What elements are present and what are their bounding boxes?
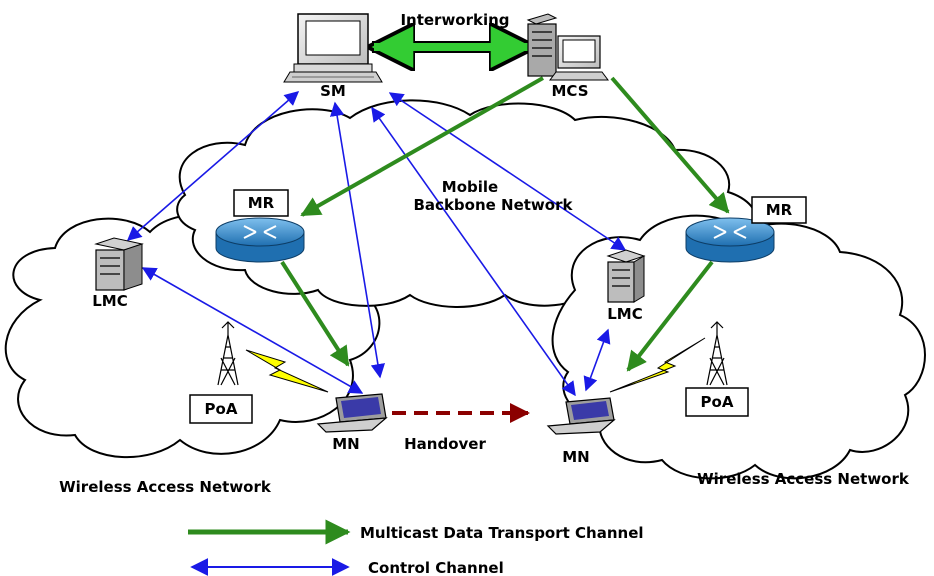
mr-right-label: MR [766,201,793,219]
multicast-link-mr-mn-left [280,260,350,367]
mcs-server-icon [526,13,609,81]
sm-computer-icon [283,13,383,83]
handover-label: Handover [404,435,486,453]
router-right-icon [685,217,775,263]
backbone-label-line1: Mobile [442,178,498,196]
poa-left-box: PoA [189,394,253,424]
control-link-lmc-mn-left [141,267,364,394]
lmc-left-label: LMC [92,292,128,310]
backbone-label-line2: Backbone Network [414,196,574,214]
control-link-sm-lmc-right [388,92,627,251]
control-link-lmc-mn-right [583,328,611,392]
access-network-right-label: Wireless Access Network [697,470,910,488]
lightning-left-icon [245,349,329,393]
mn-right-label: MN [562,448,589,466]
tower-left-icon [217,321,239,386]
mn-left-label: MN [332,435,359,453]
multicast-links [280,76,730,372]
legend-multicast-label: Multicast Data Transport Channel [360,524,644,542]
mcs-label: MCS [551,82,588,100]
multicast-link-mcs-mr-right [610,76,730,214]
lmc-right-label: LMC [607,305,643,323]
mn-right-laptop-icon [546,397,616,435]
poa-right-box: PoA [685,387,749,417]
access-network-left-label: Wireless Access Network [59,478,272,496]
lmc-right-server-icon [606,249,646,303]
lightning-right-icon [609,337,706,393]
interworking-label: Interworking [400,11,509,29]
poa-left-label: PoA [205,400,238,418]
poa-right-label: PoA [701,393,734,411]
multicast-link-mr-mn-right [626,260,714,372]
mr-left-label: MR [248,194,275,212]
router-left-icon [215,217,305,263]
tower-right-icon [706,321,728,386]
legend-control-label: Control Channel [368,559,504,576]
mr-right-box: MR [751,196,807,224]
lmc-left-server-icon [94,237,144,291]
legend: Multicast Data Transport Channel Control… [188,519,644,576]
mn-left-laptop-icon [316,393,388,433]
sm-label: SM [320,82,346,100]
mr-left-box: MR [233,189,289,217]
control-link-sm-lmc-left [126,91,300,241]
multicast-link-mcs-mr-left [300,76,544,217]
